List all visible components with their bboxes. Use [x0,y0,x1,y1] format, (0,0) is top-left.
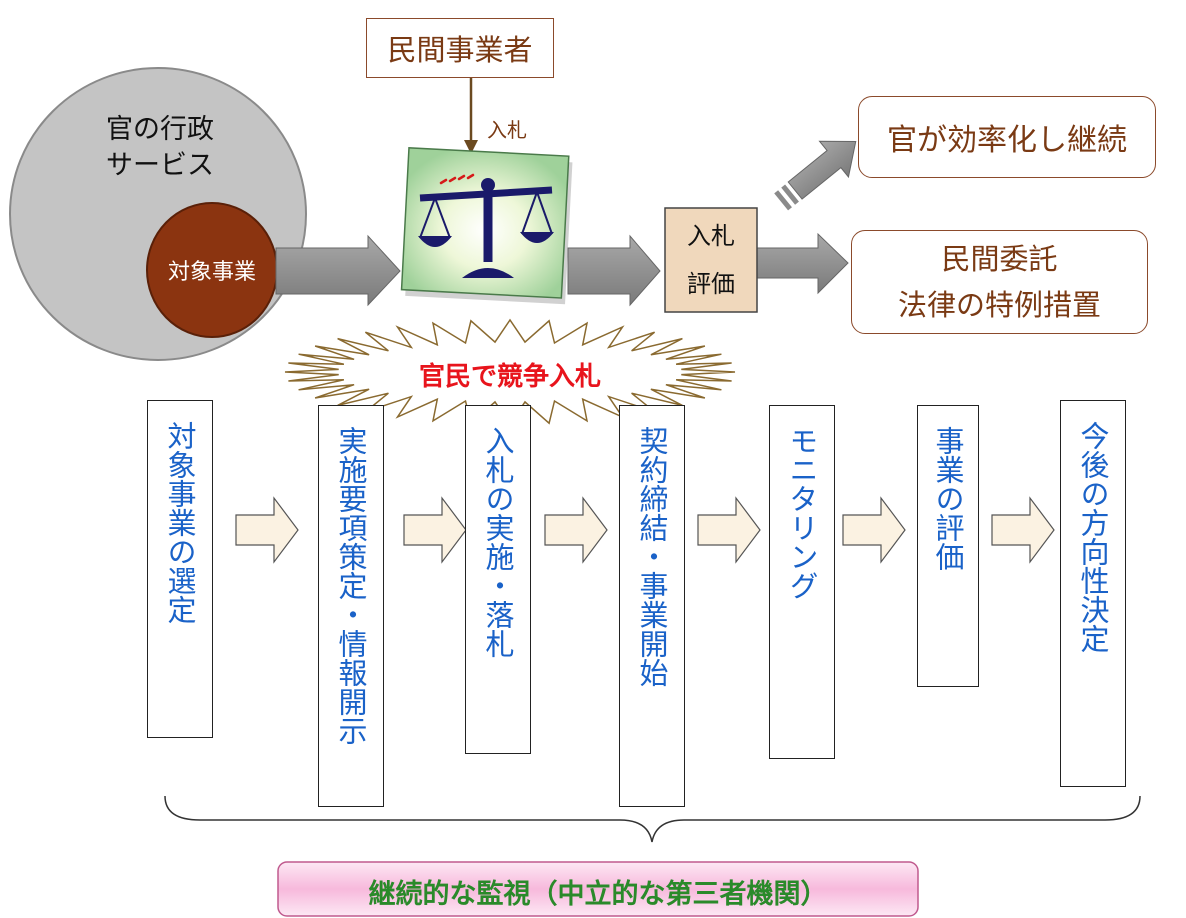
flow-arrow-2 [567,234,661,307]
step-box-4: 契約締結・事業開始 [619,405,685,807]
step-box-7: 今後の方向性決定 [1060,400,1126,787]
competitive-bid-label: 官民で競争入札 [418,362,601,392]
step-arrow-6 [991,496,1055,564]
step-arrow-4 [697,496,761,564]
monitoring-label: 継続的な監視（中立的な第三者機関） [368,879,828,910]
step-label-5: モニタリング [785,426,819,600]
bid-eval-box [664,207,758,313]
step-box-6: 事業の評価 [917,405,979,687]
flow-arrow-1 [275,234,401,307]
private-operator-box: 民間事業者 [366,18,554,78]
bid-arrow-head [464,140,478,154]
flow-arrow-3 [755,232,849,295]
monitoring-box [277,861,919,917]
scale-icon [418,173,554,278]
step-label-7: 今後の方向性決定 [1076,421,1110,653]
step-arrow-3 [544,496,608,564]
admin-service-label: 官の行政 サービス [106,114,214,181]
step-box-3: 入札の実施・落札 [465,405,531,754]
step-arrow-1 [235,496,299,564]
step-arrow-5 [842,496,906,564]
step-label-3: 入札の実施・落札 [481,426,515,658]
step-label-6: 事業の評価 [931,426,965,571]
curly-brace [164,795,1141,843]
private-outsource-box: 民間委託 法律の特例措置 [851,230,1148,334]
step-box-2: 実施要項策定・情報開示 [318,405,384,807]
gov-continue-box: 官が効率化し継続 [858,96,1156,178]
step-arrow-2 [403,496,467,564]
step-box-5: モニタリング [769,405,835,759]
diagonal-arrow [774,140,857,211]
step-label-2: 実施要項策定・情報開示 [334,426,368,745]
target-business-label: 対象事業 [167,260,256,285]
step-label-4: 契約締結・事業開始 [635,426,669,687]
step-box-1: 対象事業の選定 [147,400,213,738]
bid-eval-label: 入札 評価 [687,222,735,298]
step-label-1: 対象事業の選定 [163,421,197,624]
bid-label: 入札 [487,118,527,142]
